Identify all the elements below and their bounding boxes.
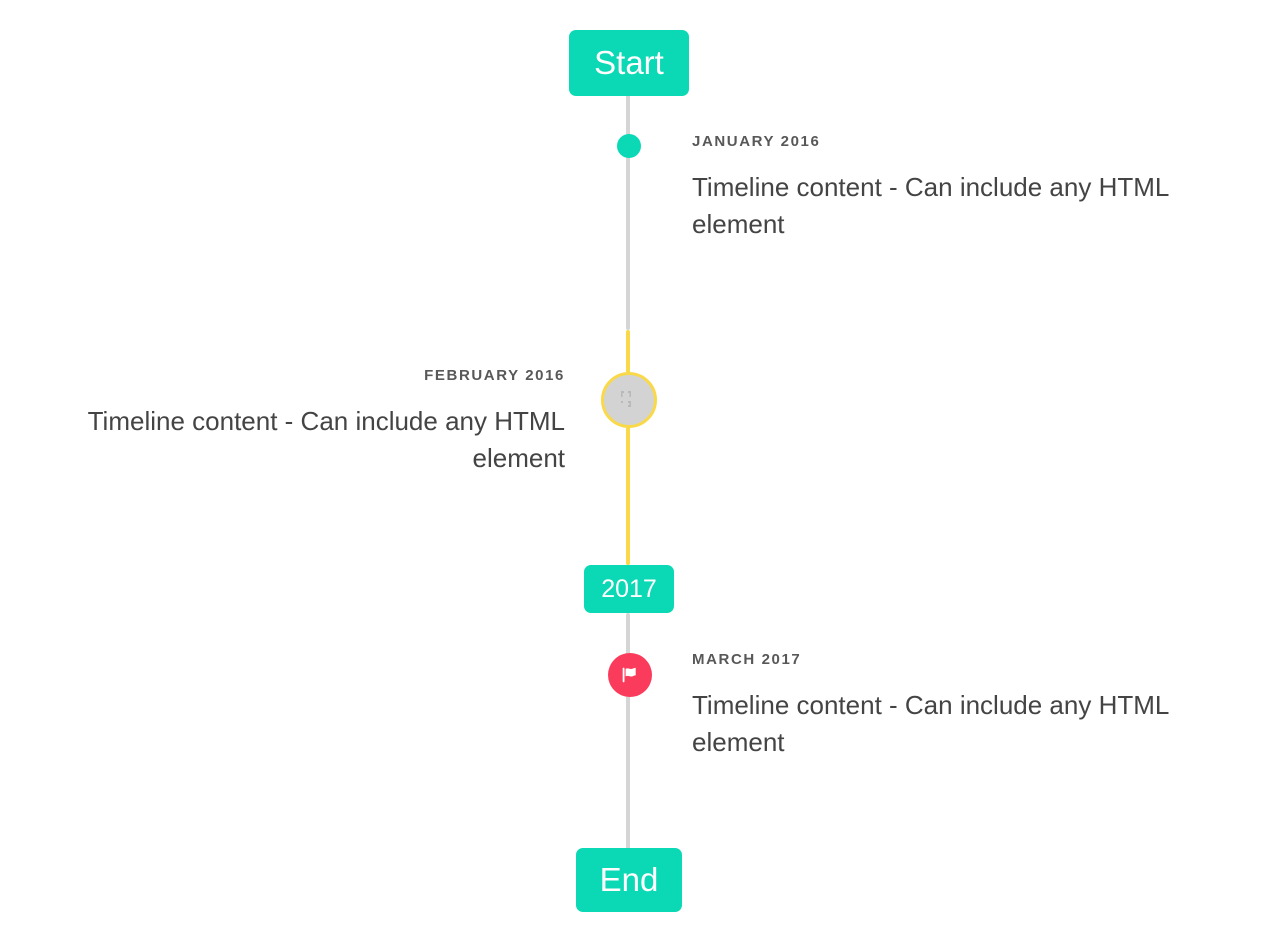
timeline-entry-february: FEBRUARY 2016 Timeline content - Can inc… xyxy=(40,367,565,478)
timeline-entry-date: MARCH 2017 xyxy=(692,651,802,668)
timeline-start-badge[interactable]: Start xyxy=(569,30,689,96)
timeline-entry-body: Timeline content - Can include any HTML … xyxy=(692,171,1169,240)
timeline-line-segment-grey-bottom xyxy=(626,613,630,856)
timeline-start-label: Start xyxy=(594,44,664,81)
timeline-year-badge[interactable]: 2017 xyxy=(584,565,674,613)
timeline-marker-march[interactable] xyxy=(608,653,652,697)
timeline-entry-march: MARCH 2017 Timeline content - Can includ… xyxy=(692,651,1232,762)
timeline-entry-body: Timeline content - Can include any HTML … xyxy=(692,689,1169,758)
timeline-entry-date: JANUARY 2016 xyxy=(692,133,821,150)
timeline-marker-february[interactable] xyxy=(601,372,657,428)
timeline-entry-january: JANUARY 2016 Timeline content - Can incl… xyxy=(692,133,1232,244)
timeline-marker-january[interactable] xyxy=(617,134,641,158)
timeline-line-segment-grey-top xyxy=(626,92,630,330)
timeline-entry-date: FEBRUARY 2016 xyxy=(424,367,565,384)
timeline-line-segment-yellow xyxy=(626,330,630,565)
broken-image-icon xyxy=(621,391,631,407)
timeline-entry-body: Timeline content - Can include any HTML … xyxy=(87,405,565,474)
timeline-year-label: 2017 xyxy=(601,574,657,603)
flag-icon xyxy=(622,667,636,683)
timeline-end-label: End xyxy=(599,861,659,898)
timeline-end-badge[interactable]: End xyxy=(576,848,682,912)
